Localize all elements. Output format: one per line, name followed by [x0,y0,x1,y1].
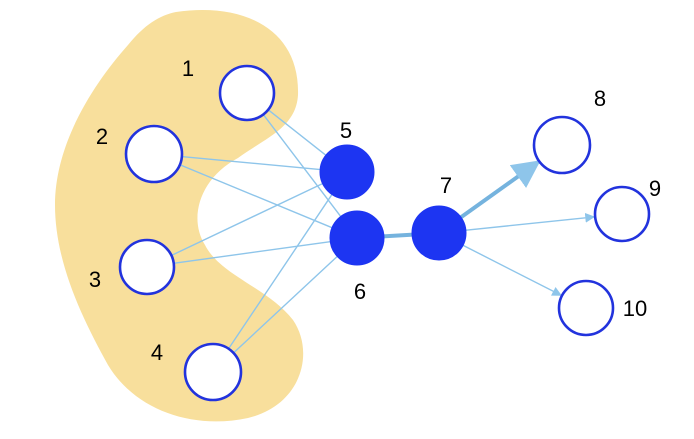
node-8 [532,115,592,175]
edges-layer [162,103,596,361]
edge-7-9 [455,212,596,232]
edge-7-8 [451,159,541,225]
edge-4-5 [222,194,333,358]
node-4 [183,342,243,402]
node-label-3: 3 [89,267,101,292]
node-label-7: 7 [440,173,452,198]
node-7 [411,205,467,261]
node-9 [593,185,651,243]
node-label-8: 8 [594,86,606,111]
edge-2-6 [170,160,332,229]
edge-4-6 [225,256,338,361]
edge-1-6 [256,106,341,217]
node-5 [319,144,375,200]
node-label-5: 5 [340,118,352,143]
input-group-region [55,10,304,422]
edge-7-10 [453,240,562,296]
node-label-9: 9 [649,176,661,201]
node-label-10: 10 [623,296,647,321]
labels-layer: 1 2 3 4 5 6 7 8 9 10 [89,56,661,365]
edge-2-5 [171,154,320,171]
node-label-4: 4 [151,340,163,365]
node-3 [118,238,176,296]
nodes-layer [118,64,651,402]
node-10 [557,279,615,337]
node-label-2: 2 [96,124,108,149]
node-label-1: 1 [182,56,194,81]
node-2 [124,124,184,184]
node-6 [329,210,385,266]
edge-1-5 [260,103,326,156]
node-1 [218,64,276,122]
edge-3-5 [162,183,323,261]
node-label-6: 6 [354,279,366,304]
edge-3-6 [163,241,330,266]
